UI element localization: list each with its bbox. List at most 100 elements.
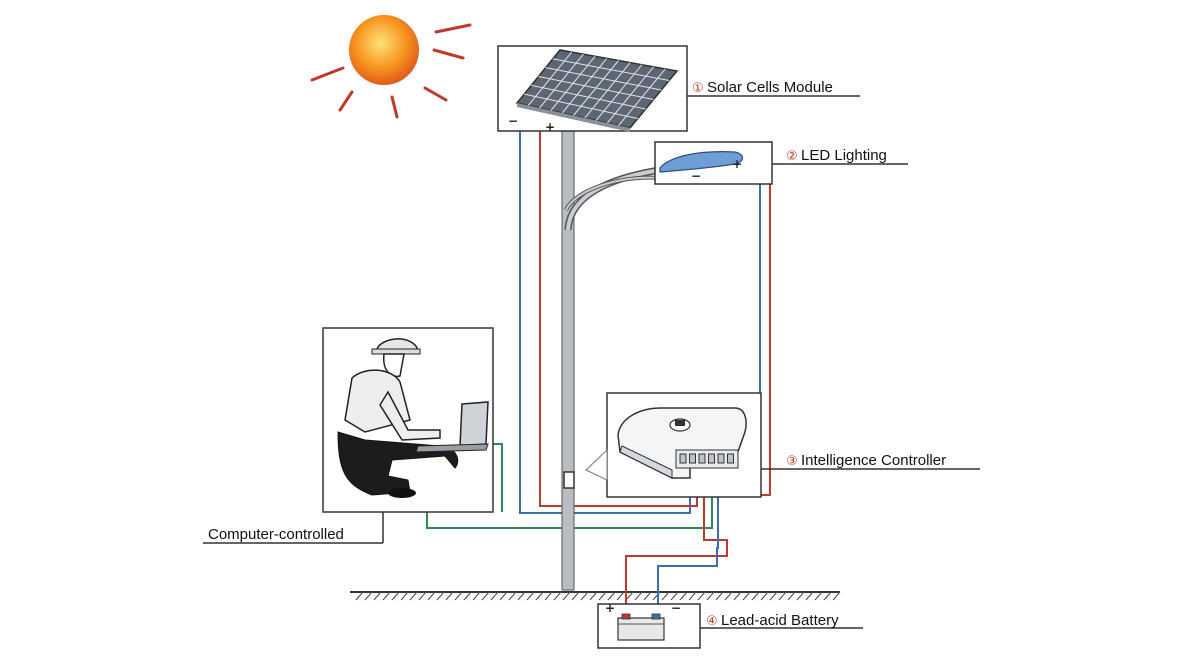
ground-hatch-mark <box>508 591 517 601</box>
battery-plus-sign: + <box>605 601 615 615</box>
ground-hatch-mark <box>391 591 400 601</box>
ground-hatch-mark <box>445 591 454 601</box>
callout-solar: ① Solar Cells Module <box>687 79 860 97</box>
ground-hatch-mark <box>751 591 760 601</box>
battery-icon <box>617 613 665 641</box>
ground-hatch-mark <box>661 591 670 601</box>
battery-minus-sign: − <box>671 601 681 615</box>
battery-box: + − <box>597 601 701 649</box>
street-light-pole <box>554 117 661 591</box>
ground-hatch-mark <box>526 591 535 601</box>
ground-hatch-mark <box>805 591 814 601</box>
ground-hatch-mark <box>760 591 769 601</box>
ground-hatch-mark <box>454 591 463 601</box>
ground-hatch-mark <box>670 591 679 601</box>
marker-controller: ③ <box>786 454 798 469</box>
controller-terminal <box>717 453 725 464</box>
led-lamp: − + <box>654 141 773 185</box>
ground-hatch-mark <box>742 591 751 601</box>
ground-hatch-mark <box>481 591 490 601</box>
panel-cell-line <box>550 55 596 111</box>
controller-terminal <box>708 453 715 464</box>
ground-hatch-mark <box>625 591 634 601</box>
ground-hatch-mark <box>787 591 796 601</box>
ground-hatch-mark <box>436 591 445 601</box>
ground-hatch-mark <box>796 591 805 601</box>
ground-hatch-mark <box>517 591 526 601</box>
callout-battery: ④ Lead-acid Battery <box>700 612 863 629</box>
sun-icon <box>310 15 472 119</box>
ground-hatch-mark <box>535 591 544 601</box>
label-computer-controlled: Computer-controlled <box>208 526 344 543</box>
panel-cell-line <box>618 68 666 126</box>
panel-cell-line <box>584 62 631 119</box>
ground-hatch-mark <box>580 591 589 601</box>
callout-led: ② LED Lighting <box>772 147 908 165</box>
ground-hatch-mark <box>823 591 832 601</box>
led-lamp-icon <box>659 151 744 173</box>
panel-cell-line <box>607 66 654 124</box>
ground-hatch-mark <box>814 591 823 601</box>
ground-hatch-mark <box>544 591 553 601</box>
panel-cell-line <box>595 64 643 121</box>
ground-hatch-mark <box>778 591 787 601</box>
ground-hatch-mark <box>724 591 733 601</box>
ground-hatch-mark <box>589 591 598 601</box>
ground-hatch-mark <box>688 591 697 601</box>
ground-hatch-mark <box>382 591 391 601</box>
ground-hatch-mark <box>499 591 508 601</box>
ground-hatch-mark <box>715 591 724 601</box>
ground-hatch-mark <box>373 591 382 601</box>
marker-solar: ① <box>692 81 704 96</box>
ground-hatch-mark <box>607 591 616 601</box>
ground-hatch-mark <box>427 591 436 601</box>
controller-terminal <box>698 453 706 464</box>
ground-hatch-mark <box>409 591 418 601</box>
ground-hatch-mark <box>571 591 580 601</box>
solar-panel-module: − + <box>497 45 688 134</box>
callout-computer: Computer-controlled <box>203 512 384 544</box>
ground-hatch-mark <box>832 591 841 601</box>
ground-hatch-mark <box>364 591 373 601</box>
label-intelligence-controller: Intelligence Controller <box>801 452 946 469</box>
ground-hatch-mark <box>472 591 481 601</box>
ground-hatch-mark <box>562 591 571 601</box>
solar-plus-sign: + <box>545 120 555 134</box>
controller-terminal <box>679 453 687 464</box>
ground-line <box>350 591 841 601</box>
led-plus-sign: + <box>732 157 742 171</box>
ground-hatch-mark <box>769 591 778 601</box>
ground-hatch-mark <box>463 591 472 601</box>
ground-hatch-mark <box>553 591 562 601</box>
computer-operator <box>322 327 494 513</box>
ground-hatch-mark <box>706 591 715 601</box>
ground-hatch-mark <box>490 591 499 601</box>
ground-hatch-mark <box>697 591 706 601</box>
ground-hatch-mark <box>643 591 652 601</box>
ground-hatch-mark <box>634 591 643 601</box>
ground-hatch-mark <box>355 591 364 601</box>
callout-controller: ③ Intelligence Controller <box>761 452 980 470</box>
ground-hatch-mark <box>679 591 688 601</box>
solar-minus-sign: − <box>508 114 518 128</box>
ground-hatch-mark <box>418 591 427 601</box>
panel-cell-line <box>527 51 573 106</box>
led-minus-sign: − <box>691 169 701 183</box>
panel-cell-line <box>573 60 619 116</box>
ground-hatch-mark <box>598 591 607 601</box>
panel-cell-line <box>561 58 608 114</box>
label-led-lighting: LED Lighting <box>801 147 887 164</box>
label-solar-cells-module: Solar Cells Module <box>707 79 833 96</box>
marker-led: ② <box>786 149 798 164</box>
ground-hatch-mark <box>400 591 409 601</box>
worker-laptop-icon <box>337 338 489 498</box>
marker-battery: ④ <box>706 614 718 629</box>
controller-icon <box>617 407 747 479</box>
controller-box <box>585 392 762 498</box>
controller-terminal <box>689 453 696 464</box>
ground-hatch-mark <box>733 591 742 601</box>
solar-panel-icon <box>515 49 679 132</box>
label-lead-acid-battery: Lead-acid Battery <box>721 612 839 629</box>
controller-terminal <box>727 453 734 464</box>
